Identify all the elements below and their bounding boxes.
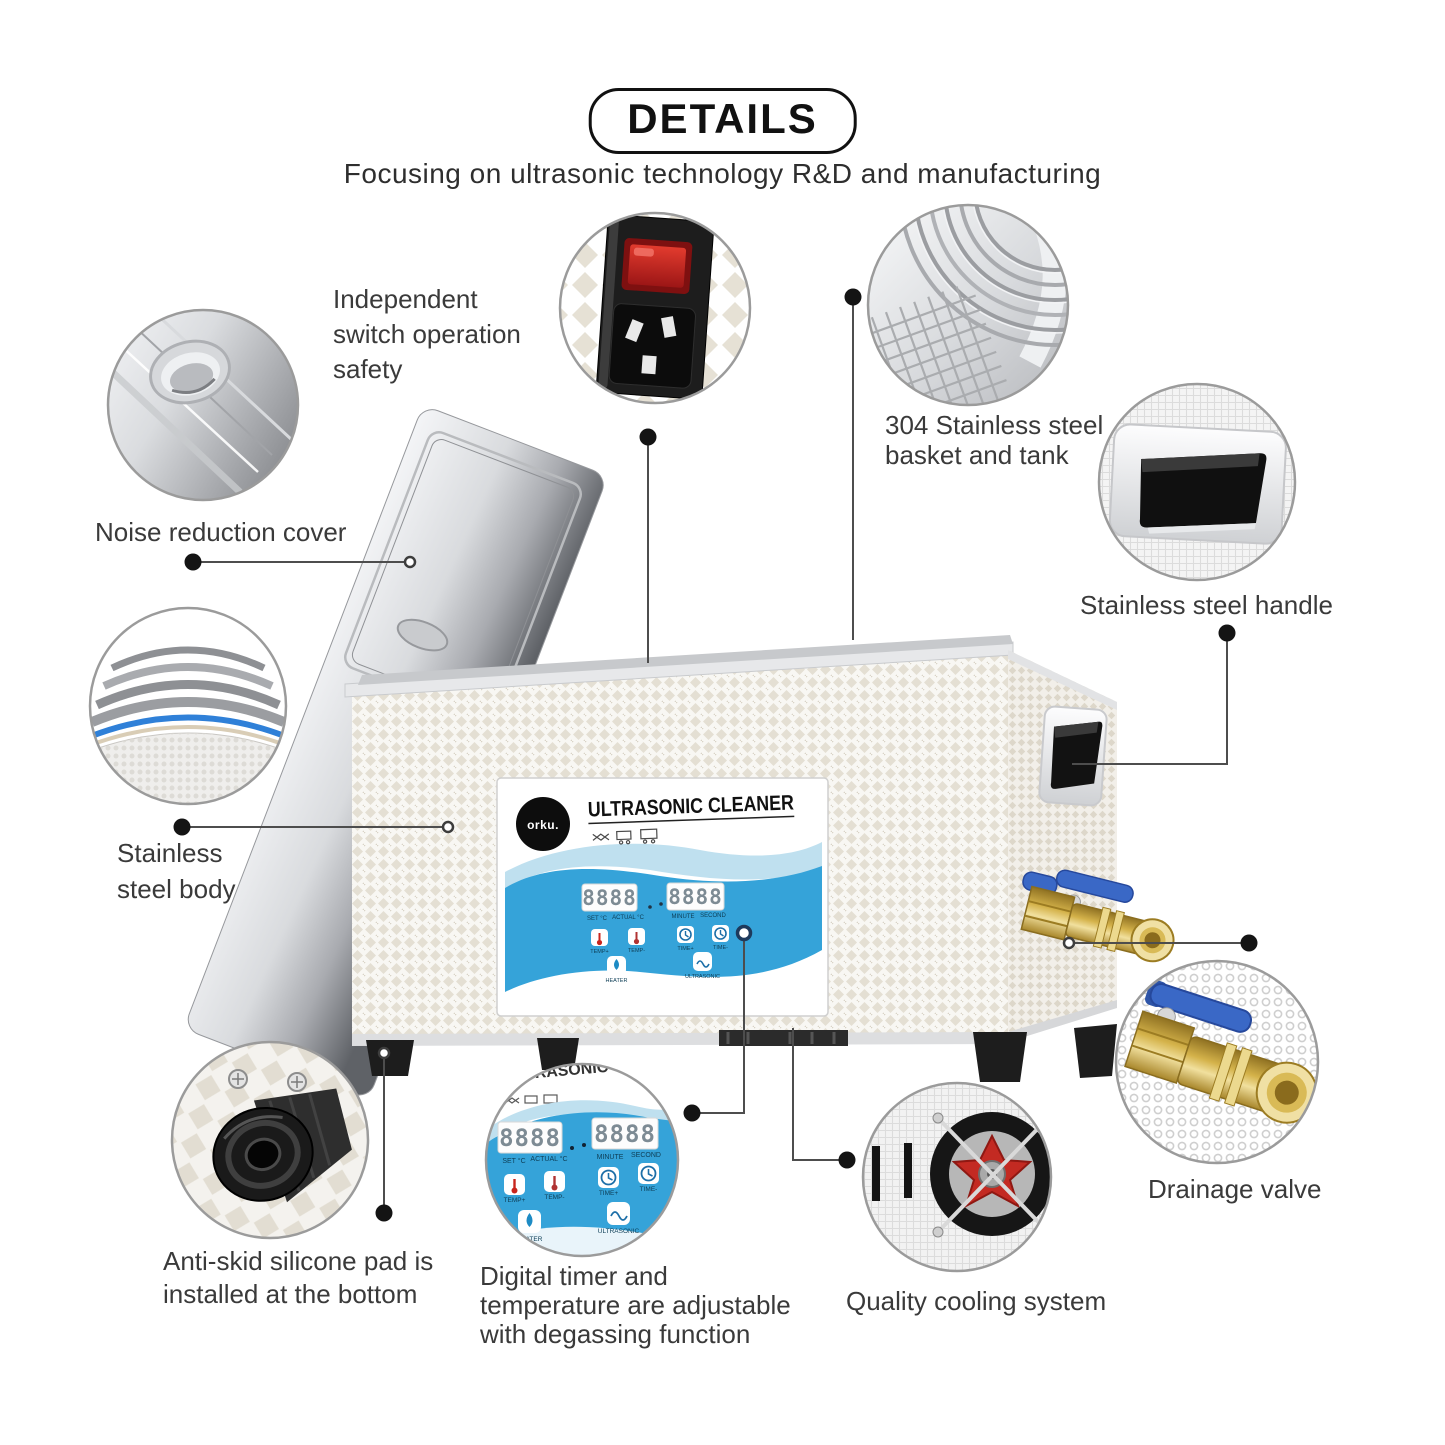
zoom-time-plus-label: TIME+ [599, 1190, 619, 1197]
silicone-foot-detail [212, 1088, 352, 1203]
zoom-temp-display-value: 8888 [499, 1124, 561, 1152]
zoom-ultrasonic-label: ULTRASONIC [598, 1228, 640, 1235]
zoom-time-display [591, 1117, 659, 1150]
callout-cooling-label: Quality cooling system [846, 1286, 1107, 1316]
ultrasonic-label: ULTRASONIC [685, 974, 720, 980]
temp-display-value: 8888 [582, 886, 637, 910]
callout-handle-label: Stainless steel handle [1080, 590, 1333, 620]
bottom-vent [719, 1030, 848, 1046]
connector-rings [377, 555, 1076, 1060]
steel-handle-detail [1108, 423, 1287, 545]
callout-pad-circle [170, 1040, 370, 1240]
zoom-label-second: SECOND [631, 1152, 661, 1159]
drain-valve-detail [1124, 979, 1318, 1124]
callout-pad-label: Anti-skid silicone pad is installed at t… [163, 1246, 434, 1309]
callout-switch-label: Independent switch operation safety [333, 284, 521, 384]
vent-slot [904, 1143, 912, 1198]
zoom-label-minute: MINUTE [597, 1154, 624, 1161]
heater-label: HEATER [606, 978, 628, 984]
label-actual: ACTUAL °C [612, 915, 645, 921]
machine-feet [366, 1024, 1117, 1082]
zoom-temp-display [497, 1121, 563, 1154]
time-display-value: 8888 [668, 885, 723, 909]
brand-logo-text: orku. [527, 818, 559, 832]
zoom-label-set: SET °C [502, 1157, 525, 1165]
callout-body-layers-circle [88, 606, 288, 806]
body-layers-detail [90, 646, 286, 804]
callout-cooling-circle [861, 1081, 1053, 1273]
callout-noise-cover-label: Noise reduction cover [95, 517, 347, 547]
connector-dots [173, 288, 1258, 1222]
callout-panel-circle: ULTRASONIC CLEANER 8888 8888 SET °C ACTU… [484, 1062, 680, 1258]
details-title-box: DETAILS [588, 88, 857, 154]
label-set: SET °C [587, 916, 608, 922]
callout-body-label: Stainless steel body [117, 838, 236, 904]
brand-logo [516, 797, 570, 851]
basket-wires [898, 205, 1068, 347]
page-title: DETAILS [627, 95, 818, 142]
callout-panel-label: Digital timer and temperature are adjust… [480, 1261, 791, 1349]
side-handle [1038, 705, 1108, 807]
ultrasonic-button [693, 952, 712, 971]
zoom-time-minus-label: TIME- [640, 1186, 658, 1193]
time-plus-label: TIME+ [677, 946, 693, 952]
temp-display [581, 883, 638, 912]
vent-slot [872, 1146, 880, 1201]
screws [228, 1069, 307, 1092]
time-minus-label: TIME- [713, 945, 728, 951]
callout-basket-circle [866, 203, 1070, 407]
zoom-panel-buttons: TEMP+ TEMP- TIME+ TIME- HEATER ULTRASONI… [504, 1163, 659, 1243]
callout-valve-label: Drainage valve [1148, 1174, 1322, 1204]
cooling-fan-detail [930, 1112, 1051, 1238]
callout-valve-circle [1114, 959, 1320, 1165]
label-minute: MINUTE [672, 914, 695, 920]
control-panel: orku. ULTRASONIC CLEANER 8888 8888 [496, 777, 829, 1017]
time-display [666, 882, 725, 911]
zoom-label-actual: ACTUAL °C [530, 1155, 567, 1163]
zoom-temp-plus-label: TEMP+ [504, 1197, 526, 1204]
zoom-temp-minus-label: TEMP- [544, 1194, 564, 1201]
panel-buttons: TEMP+ TEMP- TIME+ TIME- HEATER ULTRASONI… [590, 925, 729, 984]
lid-handle-recess [396, 618, 449, 652]
zoom-time-display-value: 8888 [594, 1120, 656, 1148]
ultrasonic-cleaner-machine: orku. ULTRASONIC CLEANER 8888 8888 [187, 409, 1175, 1096]
tank-rim [358, 635, 1013, 685]
temp-minus-label: TEMP- [628, 948, 645, 954]
lid-handle-detail [149, 339, 231, 405]
callout-basket-label: 304 Stainless steel basket and tank [885, 410, 1104, 470]
power-switch-detail [596, 214, 714, 400]
callout-handle-circle [1097, 382, 1297, 582]
temp-plus-label: TEMP+ [590, 949, 609, 955]
machine-bottom-rim [352, 1032, 1008, 1046]
cleaning-items-icons [592, 828, 658, 845]
callout-noise-cover-circle [106, 308, 300, 502]
page-subtitle: Focusing on ultrasonic technology R&D an… [343, 158, 1102, 189]
label-second: SECOND [700, 913, 726, 919]
callout-switch-circle [558, 211, 752, 405]
callout-connectors [182, 297, 1249, 1213]
